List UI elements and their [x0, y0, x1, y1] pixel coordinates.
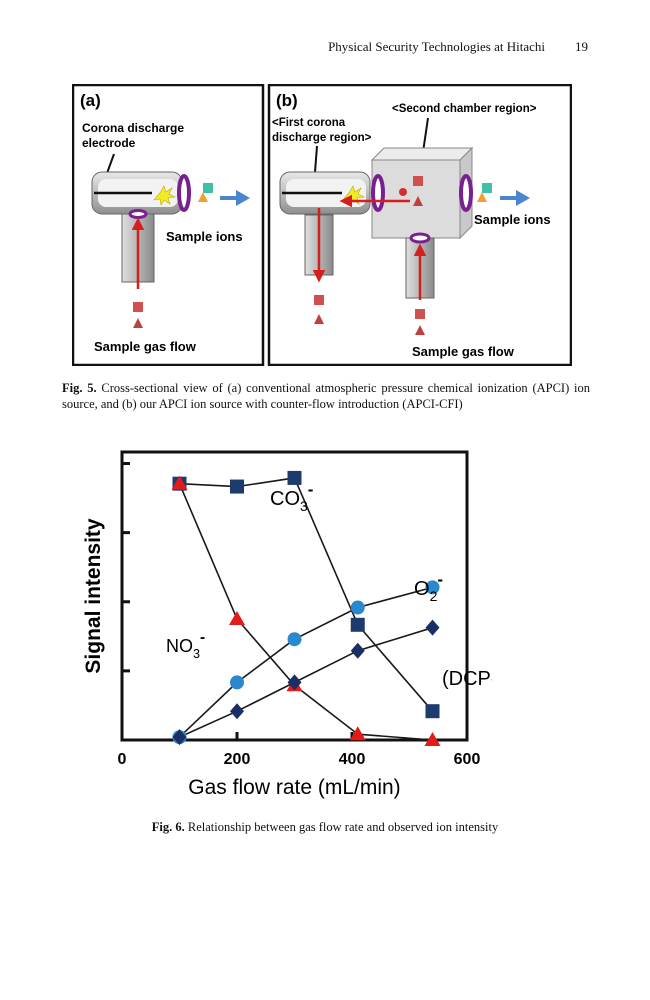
- data-point-dcp: [172, 729, 187, 746]
- electrode-label-line1: Corona discharge: [82, 121, 184, 135]
- inlet-ring-a: [128, 209, 148, 219]
- figure-6-caption-label: Fig. 6.: [151, 820, 185, 834]
- y-axis-label: Signal intensity: [82, 518, 105, 674]
- data-point-dcp: [350, 642, 365, 659]
- chamber-top: [370, 147, 474, 161]
- spark-icon: [153, 185, 176, 206]
- ion-square-a: [203, 183, 213, 193]
- ion-triangle-a: [198, 192, 208, 202]
- gas-triangle-b: [415, 325, 425, 335]
- ion-circle-b: [399, 188, 407, 196]
- first-region-label-line1: <First corona: [272, 117, 346, 129]
- data-point-co3: [350, 617, 365, 632]
- data-point-dcp: [425, 619, 440, 636]
- gas-square-b: [415, 309, 425, 319]
- exit-arrow-b: [500, 190, 530, 206]
- exhaust-triangle: [314, 314, 324, 324]
- figure-5-caption-label: Fig. 5.: [62, 381, 97, 395]
- electrode-label-line2: electrode: [82, 136, 136, 150]
- gas-triangle-a: [133, 318, 143, 328]
- figure-6-caption: Fig. 6. Relationship between gas flow ra…: [0, 820, 650, 835]
- ion-triangle-chamber: [413, 196, 423, 206]
- running-header: Physical Security Technologies at Hitach…: [328, 39, 588, 55]
- data-point-co3: [287, 470, 302, 485]
- figure-5-diagram: (a) Corona discharge electrode Sample io…: [72, 84, 572, 366]
- data-point-dcp: [287, 674, 302, 691]
- data-point-no3: [349, 726, 366, 741]
- sample-ions-label-a: Sample ions: [166, 229, 243, 244]
- data-point-no3: [171, 475, 188, 490]
- x-axis-label: Gas flow rate (mL/min): [188, 776, 400, 799]
- exhaust-square: [314, 295, 324, 305]
- plot-area-frame: [120, 450, 469, 742]
- no3-annotation: NO3-: [166, 629, 205, 661]
- sample-ions-label-b: Sample ions: [474, 212, 551, 227]
- data-point-o2: [425, 580, 440, 595]
- sample-gas-flow-label-a: Sample gas flow: [94, 339, 197, 354]
- page-number: 19: [575, 39, 588, 54]
- panel-a-frame: [72, 84, 265, 366]
- sample-gas-flow-label-b: Sample gas flow: [412, 344, 515, 359]
- ion-square-chamber: [413, 176, 423, 186]
- x-tick-label: 600: [454, 751, 481, 768]
- outlet-ring-b: [459, 174, 473, 212]
- data-point-dcp: [230, 703, 244, 720]
- figure-5-caption-text: Cross-sectional view of (a) conventional…: [62, 381, 590, 411]
- running-title: Physical Security Technologies at Hitach…: [328, 39, 545, 54]
- exit-arrow-a: [220, 190, 250, 206]
- outlet-ring-a: [177, 174, 191, 212]
- chamber-entry-ring: [371, 174, 385, 212]
- series-line-2: [178, 586, 433, 738]
- figure-6-caption-text: Relationship between gas flow rate and o…: [184, 820, 499, 834]
- co3-annotation: CO3-: [270, 480, 313, 514]
- data-point-co3: [425, 704, 440, 719]
- x-tick-label: 0: [118, 751, 127, 768]
- data-point-o2: [230, 675, 244, 690]
- o2-annotation: O2-: [414, 570, 443, 604]
- x-tick-label: 200: [224, 751, 251, 768]
- data-point-o2: [350, 600, 365, 615]
- second-region-label: <Second chamber region>: [392, 103, 537, 115]
- inlet-ring-b: [409, 232, 431, 244]
- first-region-label-line2: discharge region>: [272, 132, 372, 144]
- dcp-annotation: (DCP-H)-: [442, 660, 492, 690]
- data-point-o2: [287, 632, 302, 647]
- panel-b-frame: [267, 84, 572, 366]
- ion-square-b: [482, 183, 492, 193]
- data-point-no3: [424, 732, 441, 746]
- figure-5-caption: Fig. 5. Cross-sectional view of (a) conv…: [62, 380, 590, 412]
- data-point-co3: [230, 479, 244, 494]
- panel-a-label: (a): [80, 91, 101, 110]
- ion-triangle-b: [477, 192, 487, 202]
- panel-b-label: (b): [276, 91, 298, 110]
- x-tick-label: 400: [339, 751, 366, 768]
- second-chamber-box: [371, 159, 461, 239]
- data-point-no3: [229, 611, 245, 626]
- series-line-3: [179, 626, 433, 738]
- gas-square-a: [133, 302, 143, 312]
